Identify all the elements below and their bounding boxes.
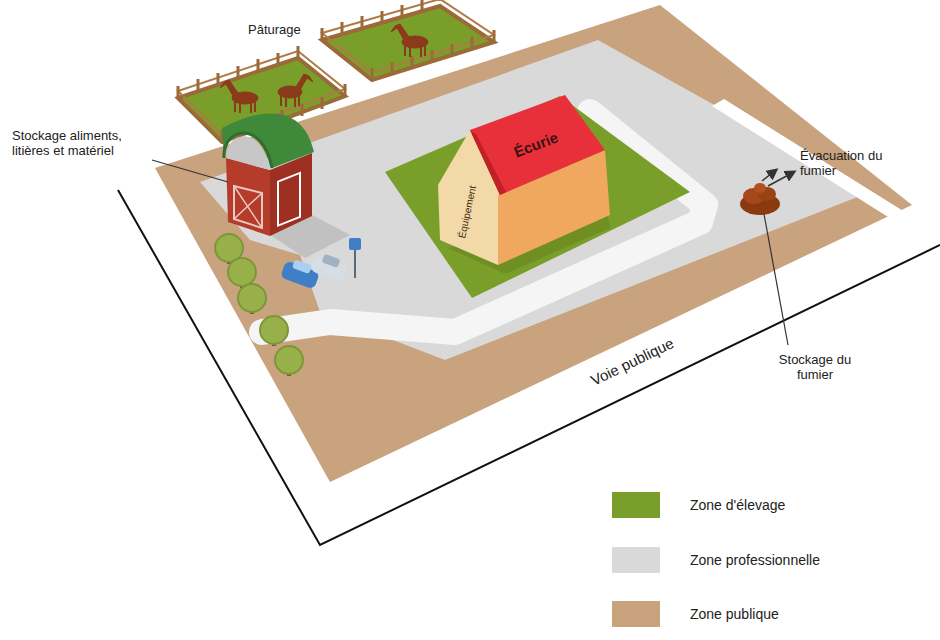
evacuation-arrow xyxy=(762,170,776,181)
legend-swatch xyxy=(612,601,660,627)
horses xyxy=(220,24,428,113)
legend-text: Zone professionnelle xyxy=(690,552,820,568)
storage-barn xyxy=(222,113,350,258)
pasture-right xyxy=(322,0,494,80)
legend-swatch xyxy=(612,492,660,518)
public-zone xyxy=(155,5,912,482)
legend-text: Zone publique xyxy=(690,606,779,622)
legend-text: Zone d'élevage xyxy=(690,497,785,513)
callout-label: Stockage aliments, litières et matériel xyxy=(12,128,147,158)
evacuation-strip xyxy=(712,99,908,222)
callout-label: Évacuation du fumier xyxy=(800,148,892,178)
leader-line xyxy=(152,160,228,182)
roof xyxy=(470,95,605,195)
stable-node: ÉcurieÉquipement xyxy=(430,88,620,273)
trees xyxy=(215,234,303,376)
roof-edge xyxy=(470,130,506,195)
professional-zone xyxy=(200,40,870,360)
manure-heap xyxy=(740,183,780,215)
breeding-zone xyxy=(385,96,690,298)
parked-cars xyxy=(280,238,361,290)
callout-label: Stockage du fumier xyxy=(765,352,865,382)
area-label: Pâturage xyxy=(248,22,301,37)
stable-building xyxy=(430,88,620,273)
leader-line xyxy=(764,214,788,345)
legend-swatch xyxy=(612,547,660,573)
